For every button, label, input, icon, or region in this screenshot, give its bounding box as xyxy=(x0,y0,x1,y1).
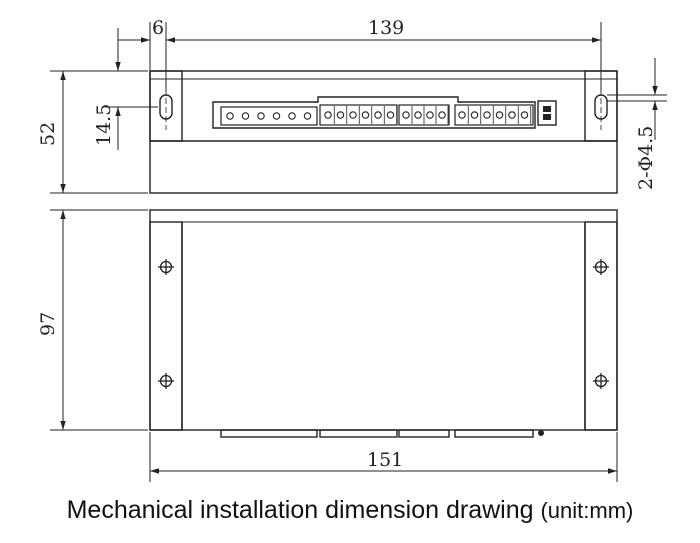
terminal-pin xyxy=(495,111,504,119)
top-view-body xyxy=(149,70,618,194)
terminal-pin xyxy=(241,112,250,120)
front-view xyxy=(149,209,618,438)
hole-bottom-left xyxy=(158,373,174,389)
top-view xyxy=(149,70,618,194)
terminal-pin xyxy=(257,112,265,120)
terminal-pin xyxy=(361,111,370,119)
dim-slot-offset: 14.5 xyxy=(93,104,115,146)
mounting-holes xyxy=(158,259,609,389)
front-view-body xyxy=(149,209,618,431)
terminal-pin xyxy=(288,112,296,120)
bottom-connector-3 xyxy=(398,429,450,438)
terminal-pin xyxy=(349,111,357,119)
terminal-pin xyxy=(386,111,395,119)
terminal-pin xyxy=(470,111,479,119)
terminal-pin xyxy=(303,112,312,120)
dim-hole-spec: 2-Φ4.5 xyxy=(635,126,657,190)
terminal-pin xyxy=(374,111,382,119)
dim-top-offset: 6 xyxy=(152,17,164,39)
terminal-pin xyxy=(336,111,345,119)
terminal-pin xyxy=(508,111,516,119)
terminal-blocks xyxy=(220,104,534,126)
indicator-jumper xyxy=(543,106,551,120)
terminal-pin xyxy=(520,111,529,119)
dim-front-height: 97 xyxy=(37,312,59,336)
terminal-pin xyxy=(272,112,281,120)
dim-side-height: 52 xyxy=(37,122,59,146)
terminal-pin xyxy=(414,111,422,119)
bottom-connector-2 xyxy=(319,429,398,438)
terminal-pins xyxy=(226,106,532,124)
terminal-pin xyxy=(226,112,234,120)
terminal-pin xyxy=(458,111,466,119)
indicator-dot xyxy=(538,430,544,436)
hole-top-left xyxy=(158,259,174,275)
right-flange xyxy=(584,221,618,431)
bottom-connector-1 xyxy=(220,429,318,438)
dimension-drawing: 6 139 52 14.5 2-Φ4.5 97 151 xyxy=(37,17,667,482)
dim-top-width: 139 xyxy=(368,17,404,39)
terminal-pin xyxy=(426,111,434,119)
connector-housing xyxy=(212,96,536,129)
terminal-pin xyxy=(402,111,410,119)
caption-title: Mechanical installation dimension drawin… xyxy=(66,496,534,524)
terminal-pin xyxy=(438,111,446,119)
terminal-pin xyxy=(324,111,332,119)
caption: Mechanical installation dimension drawin… xyxy=(0,496,700,525)
left-flange xyxy=(149,221,183,431)
terminal-pin xyxy=(483,111,491,119)
caption-unit: (unit:mm) xyxy=(540,498,634,523)
hole-top-right xyxy=(593,259,609,275)
bottom-connector-4 xyxy=(454,429,534,438)
dimension-lines xyxy=(50,22,667,482)
dim-overall-width: 151 xyxy=(367,449,403,471)
hole-bottom-right xyxy=(593,373,609,389)
